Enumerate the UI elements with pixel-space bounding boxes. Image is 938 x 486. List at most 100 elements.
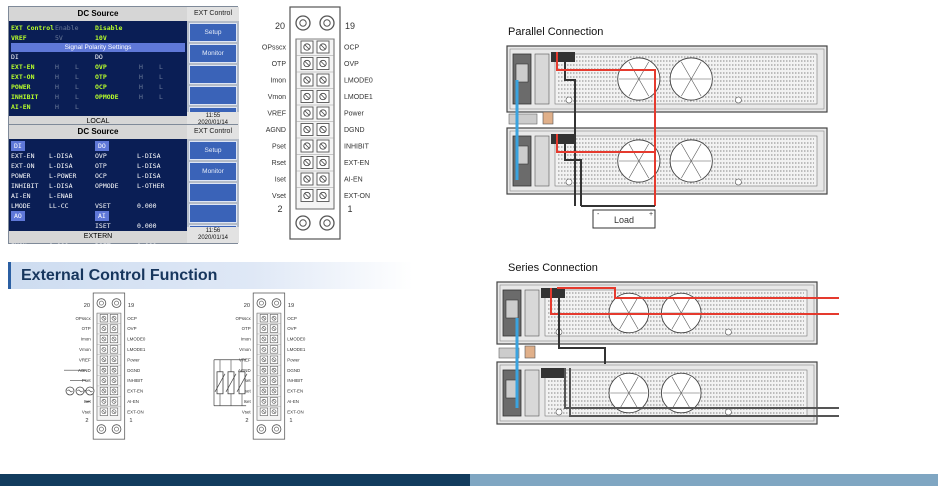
pin-label: Pset bbox=[272, 144, 286, 151]
output-terminal bbox=[541, 288, 565, 298]
pin-label: LMODE1 bbox=[287, 347, 306, 352]
voltage-sources bbox=[64, 369, 95, 402]
footer-band-light bbox=[470, 474, 938, 486]
pin-label: INHIBIT bbox=[127, 378, 143, 383]
pin-label: LMODE0 bbox=[287, 337, 306, 342]
pin-label: INHIBIT bbox=[344, 144, 370, 151]
pin-label: INHIBIT bbox=[287, 378, 303, 383]
pin-label: VREF bbox=[267, 111, 286, 118]
pin-label: Imon bbox=[241, 337, 251, 342]
section-heading-bar: External Control Function bbox=[8, 262, 413, 289]
output-terminal bbox=[541, 368, 565, 378]
clock-date: 2020/01/14 bbox=[197, 235, 229, 241]
pin-number: 1 bbox=[129, 418, 132, 424]
pin-label: Vmon bbox=[268, 94, 286, 101]
pin-label: LMODE1 bbox=[344, 94, 373, 101]
power-supply-rear-panel bbox=[506, 127, 828, 195]
pin-number: 1 bbox=[289, 418, 292, 424]
potentiometers bbox=[213, 359, 248, 407]
load-plus: + bbox=[649, 211, 653, 218]
pin-label: DGND bbox=[344, 127, 365, 134]
pin-label: Power bbox=[127, 357, 140, 362]
clock: 11:56 2020/01/14 bbox=[187, 227, 239, 243]
pin-label: EXT-ON bbox=[127, 409, 143, 414]
pin-label: Pset bbox=[82, 378, 92, 383]
pin-label: Imon bbox=[270, 78, 286, 85]
ext-control-row: EXT Control Enable Disable bbox=[11, 24, 123, 32]
pin-number: 20 bbox=[244, 303, 250, 309]
parallel-connection-label: Parallel Connection bbox=[508, 26, 604, 38]
pin-label: Imon bbox=[81, 337, 91, 342]
monitor-button[interactable]: Monitor bbox=[189, 162, 237, 181]
load-minus: - bbox=[597, 211, 600, 218]
pin-label: VREF bbox=[79, 357, 91, 362]
pin-label: OCP bbox=[127, 316, 137, 321]
pin-label: DGND bbox=[127, 368, 140, 373]
pin-label: AGND bbox=[266, 127, 286, 134]
pin-label: Vmon bbox=[239, 347, 251, 352]
empty-softkey[interactable] bbox=[189, 204, 237, 223]
settings-body: EXT Control Enable Disable VREF 5V 10V S… bbox=[11, 23, 185, 112]
pin-label: OPsscx bbox=[235, 316, 251, 321]
pin-label: EXT-EN bbox=[344, 160, 369, 167]
pin-label: OVP bbox=[127, 326, 136, 331]
pin-label: EXT-EN bbox=[287, 389, 303, 394]
pin-label: LMODE0 bbox=[127, 337, 146, 342]
setup-button[interactable]: Setup bbox=[189, 141, 237, 160]
parallel-connection-diagram: Load-+ bbox=[505, 40, 835, 240]
pin-label: Vset bbox=[82, 409, 92, 414]
ext-control-tab[interactable]: EXT Control bbox=[187, 7, 239, 21]
pin-number: 19 bbox=[345, 21, 355, 31]
empty-softkey[interactable] bbox=[189, 183, 237, 202]
pin-number: 1 bbox=[347, 204, 352, 214]
power-supply-rear-panel bbox=[496, 361, 818, 425]
pin-label: EXT-ON bbox=[287, 409, 303, 414]
clock-date: 2020/01/14 bbox=[197, 120, 229, 126]
pin-label: AGND bbox=[238, 368, 251, 373]
pin-label: EXT-ON bbox=[344, 193, 370, 200]
pin-label: OCP bbox=[287, 316, 297, 321]
setup-button[interactable]: Setup bbox=[189, 23, 237, 42]
output-terminal bbox=[551, 134, 575, 144]
pin-label: EXT-EN bbox=[127, 389, 143, 394]
series-connection-label: Series Connection bbox=[508, 262, 598, 274]
pin-label: AI-EN bbox=[127, 399, 139, 404]
output-terminal bbox=[551, 52, 575, 62]
pin-label: OTP bbox=[272, 61, 287, 68]
load-box bbox=[592, 209, 656, 229]
ext-control-extern-screen: DC Source EXT Control Setup Monitor ↵ 11… bbox=[8, 124, 239, 250]
power-supply-rear-panel bbox=[506, 45, 828, 113]
mode-status: EXTERN bbox=[9, 231, 187, 243]
pin-label: OCP bbox=[344, 45, 360, 52]
pin-number: 2 bbox=[85, 418, 88, 424]
pin-number: 20 bbox=[84, 303, 90, 309]
di-do-header: DI DO bbox=[11, 141, 185, 151]
pin-label: AI-EN bbox=[344, 177, 363, 184]
pin-label: Iset bbox=[244, 399, 252, 404]
pin-label: DGND bbox=[287, 368, 300, 373]
di-do-header: DI DO bbox=[11, 53, 103, 61]
empty-softkey[interactable] bbox=[189, 86, 237, 105]
empty-softkey[interactable] bbox=[189, 65, 237, 84]
ext-control-tab[interactable]: EXT Control bbox=[187, 125, 239, 139]
pin-label: Vset bbox=[272, 193, 286, 200]
monitor-button[interactable]: Monitor bbox=[189, 44, 237, 63]
pin-number: 20 bbox=[275, 21, 285, 31]
section-title: External Control Function bbox=[21, 267, 218, 284]
clock-time: 11:55 bbox=[205, 113, 221, 119]
softkey-panel: EXT Control Setup Monitor ↵ 11:56 2020/0… bbox=[187, 125, 239, 243]
polarity-title: Signal Polarity Settings bbox=[11, 43, 185, 52]
